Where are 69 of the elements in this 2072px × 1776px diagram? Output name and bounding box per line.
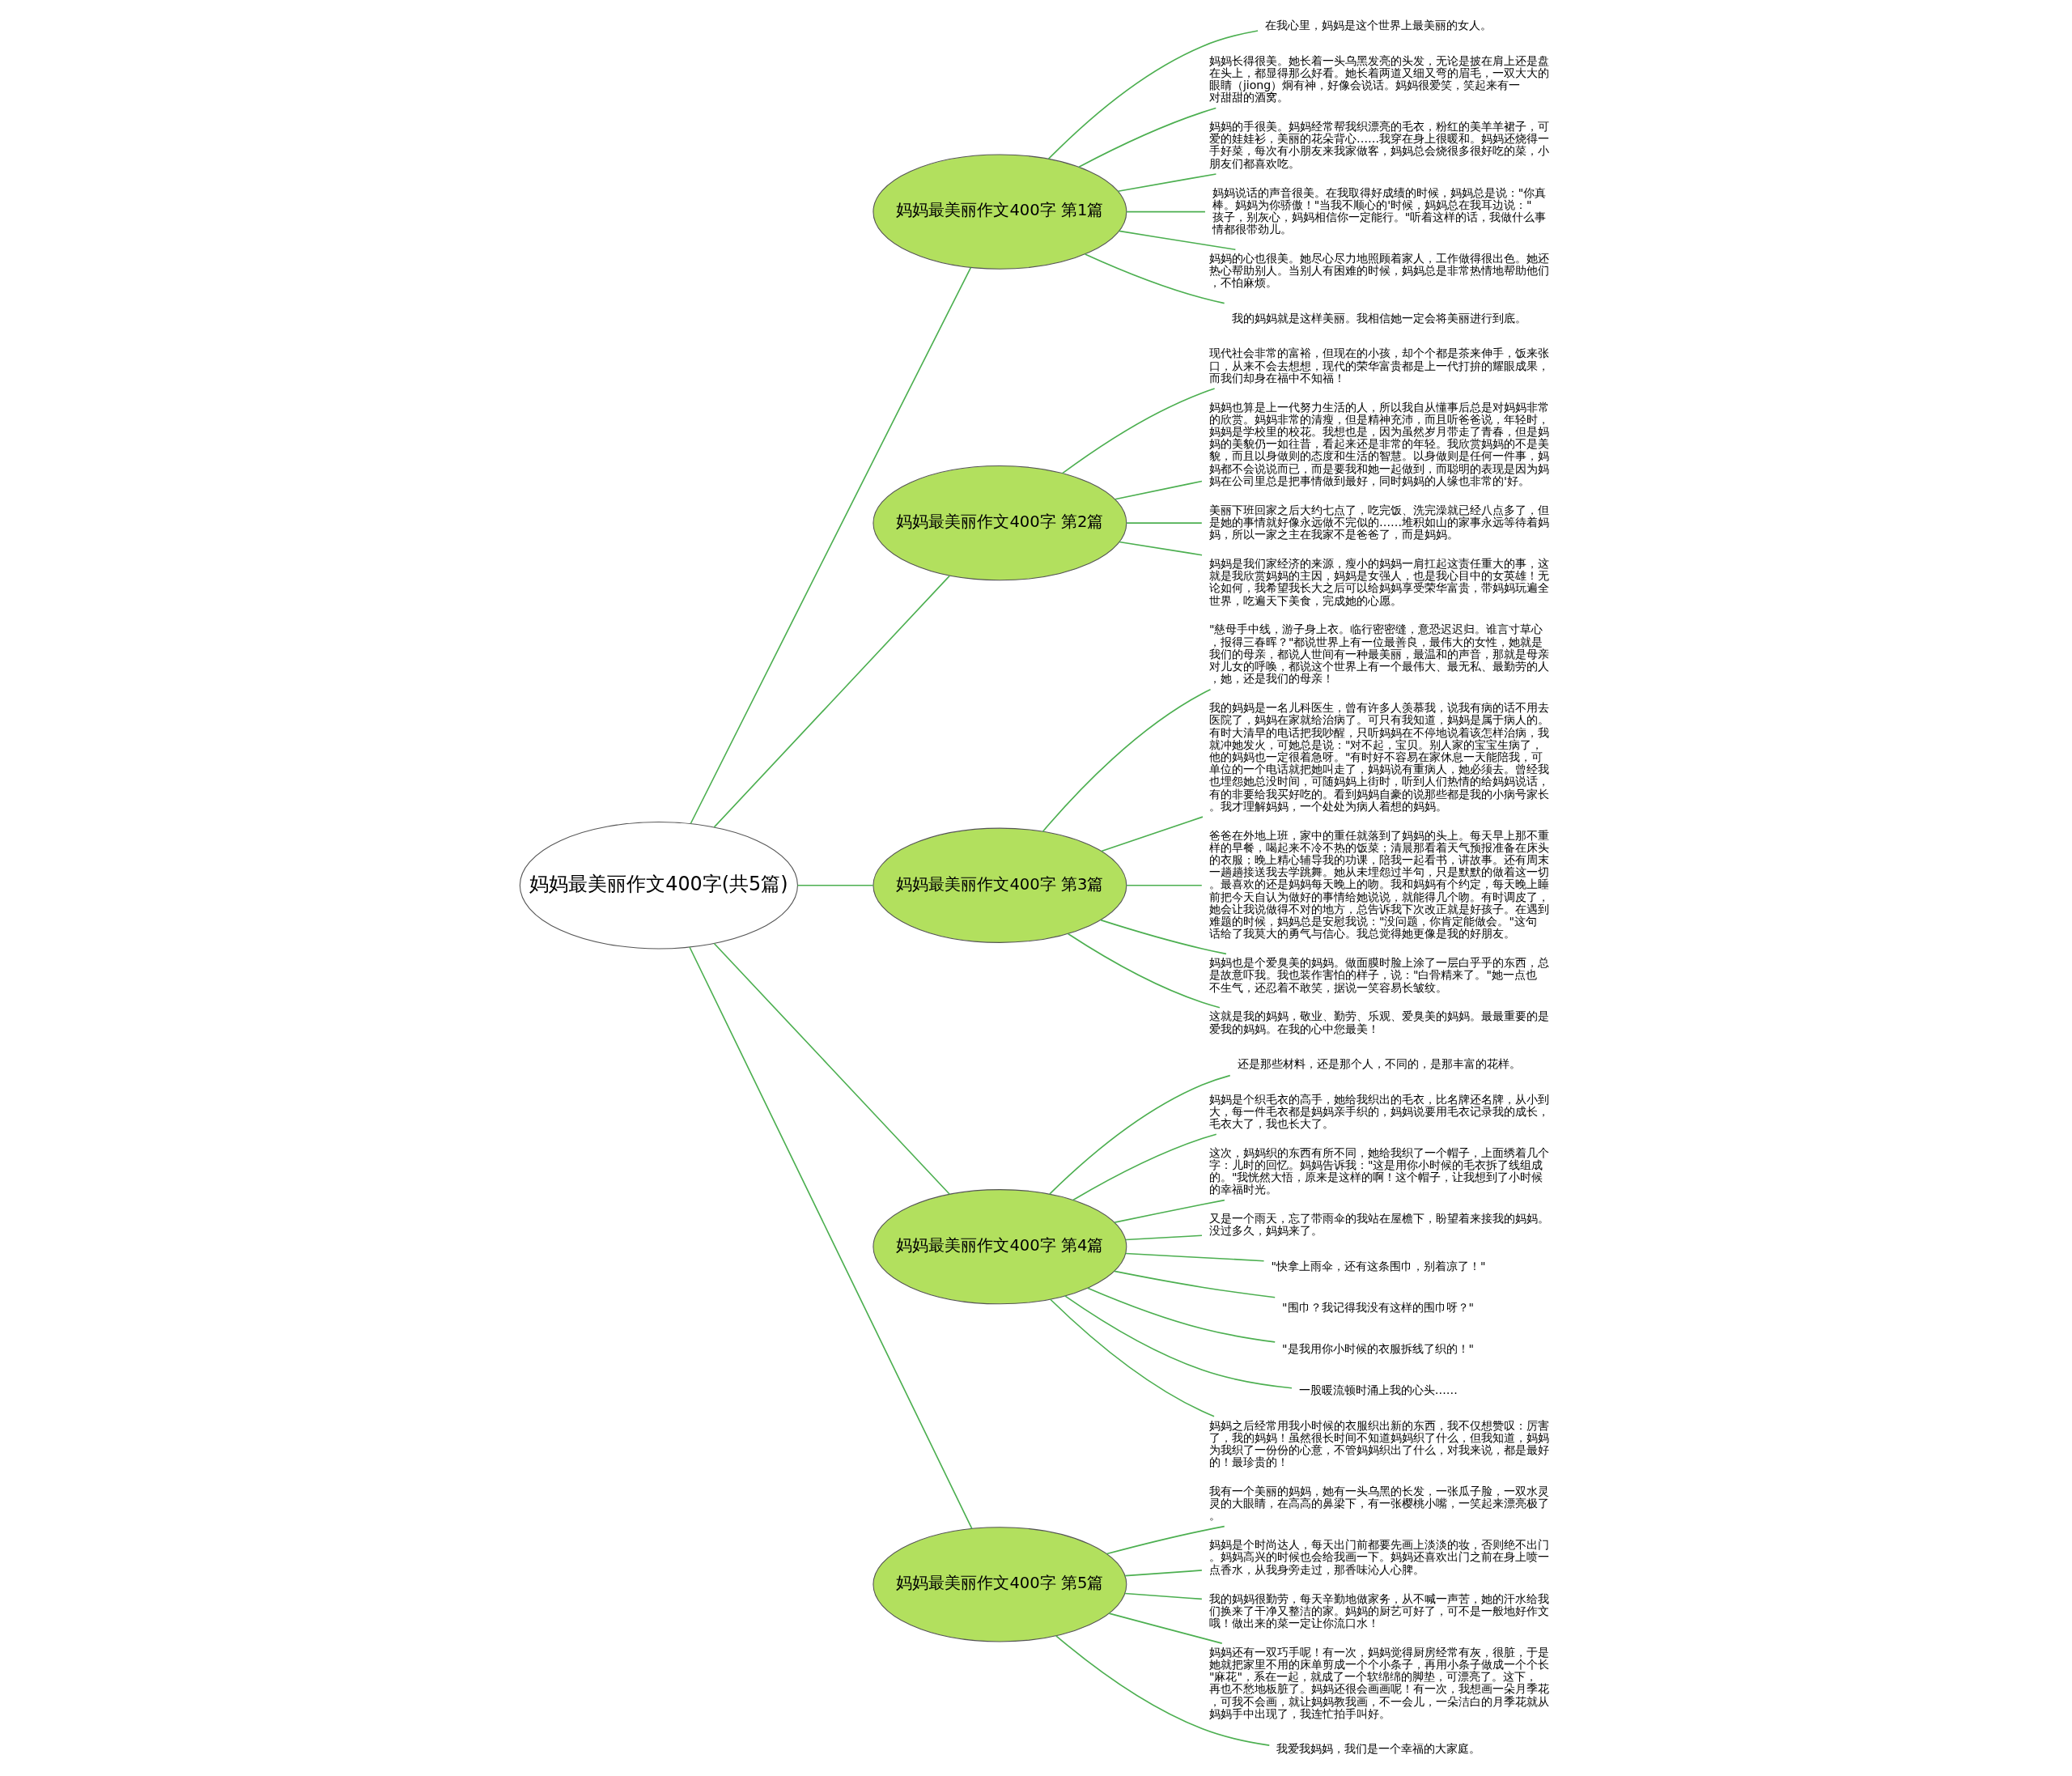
node-ellipse: 妈妈最美丽作文400字 第5篇: [872, 1527, 1127, 1642]
node-text: 妈妈的手很美。妈妈经常帮我织漂亮的毛衣，粉红的美羊羊裙子，可爱的娃娃衫，美丽的花朵背心……我穿在身上很暖和。妈妈还烧得一手好菜，每次有小朋友来我家做客，妈妈总会烧很多很好吃的菜，小朋友们都喜欢吃。: [1208, 120, 1549, 170]
node-text: 妈妈还有一双巧手呢！有一次，妈妈觉得厨房经常有灰，很脏，于是她就把家里不用的床单剪成一个个小条子，再用小条子做成一个个长"麻花"，系在一起，就成了一个软绵绵的脚垫，可漂亮了。这下，再也不愁地板脏了。妈妈还很会画画呢！有一次，我想画一朵月季花，可我不会画，就让妈妈教我画，不一会儿，一朵洁白的月季花就从妈妈手中出现了，我连忙拍手叫好。: [1208, 1645, 1549, 1720]
connector: [1125, 210, 1206, 213]
connector: [1061, 388, 1215, 474]
connector: [1047, 30, 1259, 159]
connector: [1055, 1635, 1270, 1746]
node-text: "快拿上雨伞，还有这条围巾，别着凉了！": [1270, 1259, 1485, 1273]
node-text: 在我心里，妈妈是这个世界上最美丽的女人。: [1264, 19, 1492, 32]
connector: [1100, 816, 1204, 852]
connector: [1123, 1592, 1203, 1600]
connector: [1084, 253, 1225, 304]
node-text: 妈妈的心也很美。她尽心尽力地照顾着家人，工作做得很出色。她还热心帮助别人。当别人有困难的时候，妈妈总是非常热情地帮助他们，不怕麻烦。: [1208, 251, 1549, 290]
connector: [713, 575, 950, 828]
connector: [1124, 1252, 1264, 1262]
node-text: 妈妈是个织毛衣的高手，她给我织出的毛衣，比名牌还名牌，从小到大，每一件毛衣都是妈妈亲手织的，妈妈说要用毛衣记录我的成长，毛衣大了，我也长大了。: [1208, 1092, 1549, 1130]
node-text: 妈妈是个时尚达人，每天出门前都要先画上淡淡的妆，否则绝不出门。妈妈高兴的时候也会给我画一下。妈妈还喜欢出门之前在身上喷一点香水，从我身旁走过，那香味沁人心脾。: [1208, 1538, 1549, 1576]
connector: [1108, 1612, 1223, 1644]
node-ellipse: 妈妈最美丽作文400字(共5篇): [519, 822, 798, 950]
node-ellipse: 妈妈最美丽作文400字 第3篇: [872, 827, 1127, 943]
connector: [1048, 1074, 1231, 1195]
connector: [1117, 173, 1216, 192]
connector: [1123, 1570, 1203, 1577]
node-text: 妈妈说话的声音很美。在我取得好成绩的时候，妈妈总是说："你真棒。妈妈为你骄傲！"当我不顺心的'时候，妈妈总在我耳边说："孩子，别灰心，妈妈相信你一定能行。"听着这样的话，我做什么事情都很带劲儿。: [1212, 185, 1546, 236]
connector: [1113, 1199, 1225, 1223]
node-ellipse: 妈妈最美丽作文400字 第1篇: [872, 154, 1127, 270]
node-text: 我的妈妈很勤劳，每天辛勤地做家务，从不喊一声苦，她的汗水给我们换来了干净又整洁的家。妈妈的厨艺可好了，可不是一般地好作文哦！做出来的菜一定让你流口水！: [1208, 1591, 1549, 1629]
connector: [690, 266, 971, 825]
node-ellipse: 妈妈最美丽作文400字 第2篇: [872, 465, 1127, 581]
connector: [1086, 1287, 1276, 1343]
connector: [713, 942, 950, 1195]
node-text: 我的妈妈就是这样美丽。我相信她一定会将美丽进行到底。: [1231, 311, 1526, 325]
connector: [1118, 230, 1236, 251]
connector: [1042, 688, 1211, 832]
connector: [1113, 1270, 1276, 1298]
node-text: 一股暖流顿时涌上我的心头……: [1298, 1383, 1458, 1397]
connector: [1099, 919, 1227, 955]
node-text: 这就是我的妈妈，敬业、勤劳、乐观、爱臭美的妈妈。最最重要的是爱我的妈妈。在我的心中您最美！: [1208, 1009, 1549, 1035]
connector: [1124, 1234, 1203, 1241]
connector: [1067, 933, 1221, 1009]
connector: [1049, 1298, 1215, 1417]
connector: [1125, 884, 1203, 886]
node-text: 爸爸在外地上班，家中的重任就落到了妈妈的头上。每天早上那不重样的早餐，喝起来不冷不热的饭菜；清晨那看着天气预报准备在床头的衣服；晚上精心辅导我的功课，陪我一起看书，讲故事。还有周末一趟趟接送我去学跳舞。她从未埋怨过半句，只是默默的做着这一切。最喜欢的还是妈妈每天晚上的吻。我和妈妈有个约定，每天晚上睡前把今天自认为做好的事情给她说说，就能得几个吻。有时调皮了，她会让我说做得不对的地方，总告诉我下次改正就是好孩子。在遇到难题的时候，妈妈总是安慰我说："没问题，你肯定能做会。"这句话给了我莫大的勇气与信心。我总觉得她更像是我的好朋友。: [1208, 828, 1549, 941]
node-ellipse: 妈妈最美丽作文400字 第4篇: [872, 1189, 1127, 1305]
connector: [1118, 541, 1203, 556]
node-text: 美丽下班回家之后大约七点了，吃完饭、洗完澡就已经八点多了，但是她的事情就好像永远做不完似的……堆积如山的家事永远等待着妈妈，所以一家之主在我家不是爸爸了，而是妈妈。: [1208, 503, 1549, 542]
node-text: 妈妈之后经常用我小时候的衣服织出新的东西，我不仅想赞叹：厉害了，我的妈妈！虽然很长时间不知道妈妈织了什么，但我知道，妈妈为我织了一份份的心意，不管妈妈织出了什么，对我来说，都是最好的！最珍贵的！: [1208, 1418, 1549, 1469]
connector: [1072, 1133, 1217, 1201]
node-text: 这次，妈妈织的东西有所不同，她给我织了一个帽子，上面绣着几个字：儿时的回忆。妈妈告诉我："这是用你小时候的毛衣拆了线组成的。"我恍然大悟，原来是这样的啊！这个帽子，让我想到了小时候的幸福时光。: [1208, 1145, 1549, 1196]
node-text: 我爱我妈妈，我们是一个幸福的大家庭。: [1276, 1742, 1480, 1756]
connector: [1114, 480, 1203, 500]
connector: [1077, 107, 1216, 168]
connector: [1106, 1525, 1225, 1555]
node-text: 我有一个美丽的妈妈，她有一头乌黑的长发，一张瓜子脸，一双水灵灵的大眼睛，在高高的鼻梁下，有一张樱桃小嘴，一笑起来漂亮极了。: [1208, 1484, 1549, 1523]
connector: [688, 946, 973, 1530]
node-text: 妈妈长得很美。她长着一头乌黑发亮的头发，无论是披在肩上还是盘在头上，都显得那么好看。她长着两道又细又弯的眉毛，一双大大的眼睛（jiong）炯有神，好像会说话。妈妈很爱笑，笑起来有一对甜甜的酒窝。: [1208, 53, 1549, 104]
node-text: "慈母手中线，游子身上衣。临行密密缝，意恐迟迟归。谁言寸草心，报得三春晖？"都说世界上有一位最善良，最伟大的女性，她就是我们的母亲，都说人世间有一种最美丽，最温和的声音，那就是母亲对儿女的呼唤，都说这个世界上有一个最伟大、最无私、最勤劳的人，她，还是我们的母亲！: [1208, 622, 1549, 686]
node-text: "是我用你小时候的衣服拆线了织的！": [1281, 1342, 1474, 1356]
connector: [1064, 1295, 1293, 1389]
node-text: 又是一个雨天，忘了带雨伞的我站在屋檐下，盼望着来接我的妈妈。没过多久，妈妈来了。: [1208, 1212, 1549, 1238]
node-text: 我的妈妈是一名儿科医生，曾有许多人羡慕我，说我有病的话不用去医院了，妈妈在家就给治病了。可只有我知道，妈妈是属于病人的。有时大清早的电话把我吵醒，只听妈妈在不停地说着该怎样治病，我就冲她发火，可她总是说："对不起，宝贝。别人家的宝宝生病了，他的妈妈也一定很着急呀。"有时好不容易在家休息一天能陪我，可单位的一个电话就把她叫走了，妈妈说有重病人，她必须去。曾经我也埋怨她总没时间，可随妈妈上街时，听到人们热情的给妈妈说话，有的非要给我买好吃的。看到妈妈自豪的说那些都是我的小病号家长。我才理解妈妈，一个处处为病人着想的妈妈。: [1208, 701, 1549, 813]
node-text: "围巾？我记得我没有这样的围巾呀？": [1281, 1300, 1474, 1314]
connector: [1125, 522, 1203, 524]
node-text: 妈妈是我们家经济的来源，瘦小的妈妈一肩扛起这责任重大的事，这就是我欣赏妈妈的主因，妈妈是女强人，也是我心目中的女英雄！无论如何，我希望我长大之后可以给妈妈享受荣华富贵，带妈妈玩遍全世界，吃遍天下美食，完成她的心愿。: [1208, 556, 1549, 607]
node-text: 妈妈也算是上一代努力生活的人，所以我自从懂事后总是对妈妈非常的欣赏。妈妈非常的清瘦，但是精神充沛，而且听爸爸说，年轻时，妈妈是学校里的校花。我想也是，因为虽然岁月带走了青春，但是妈妈的美貌仍一如往昔，看起来还是非常的年轻。我欣赏妈妈的不是美貌，而且以身做则的态度和生活的智慧。以身做则是任何一件事，妈妈都不会说说而已，而是要我和她一起做到，而聪明的表现是因为妈妈在公司里总是把事情做到最好，同时妈妈的人缘也非常的'好。: [1208, 400, 1549, 487]
connector: [796, 884, 874, 886]
node-text: 妈妈也是个爱臭美的妈妈。做面膜时脸上涂了一层白乎乎的东西，总是故意吓我。我也装作害怕的样子，说："白骨精来了。"她一点也不生气，还忍着不敢笑，据说一笑容易长皱纹。: [1208, 956, 1549, 994]
node-text: 现代社会非常的富裕，但现在的小孩，却个个都是茶来伸手，饭来张口，从来不会去想想，现代的荣华富贵都是上一代打拚的耀眼成果，而我们却身在福中不知福！: [1208, 346, 1549, 385]
node-text: 还是那些材料，还是那个人，不同的，是那丰富的花样。: [1237, 1057, 1521, 1071]
